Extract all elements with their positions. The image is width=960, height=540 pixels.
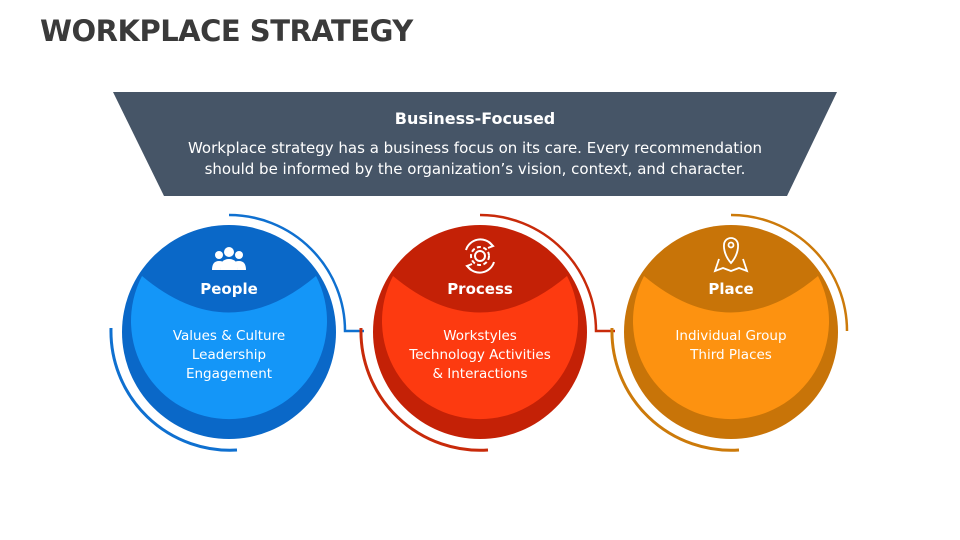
connector-arc-process-bottom bbox=[359, 327, 489, 452]
gear-cycle-icon bbox=[465, 238, 495, 274]
pillar-label-process: Process bbox=[447, 280, 513, 298]
pillar-label-place: Place bbox=[708, 280, 754, 298]
pillar-people bbox=[122, 225, 336, 439]
banner-body: Workplace strategy has a business focus … bbox=[160, 138, 790, 180]
banner-shape bbox=[113, 92, 837, 196]
list-item: & Interactions bbox=[432, 366, 528, 382]
banner-body-line: Workplace strategy has a business focus … bbox=[187, 139, 763, 157]
list-item: Third Places bbox=[690, 347, 772, 363]
pillar-place bbox=[624, 225, 838, 439]
pillar-items-process: Workstyles Technology Activities & Inter… bbox=[380, 327, 580, 384]
people-icon bbox=[212, 247, 246, 270]
pillar-items-place: Individual Group Third Places bbox=[631, 327, 831, 365]
pillar-items-people: Values & Culture Leadership Engagement bbox=[129, 327, 329, 384]
pillar-process bbox=[373, 225, 587, 439]
page-title: WORKPLACE STRATEGY bbox=[40, 14, 413, 48]
list-item: Workstyles bbox=[443, 328, 517, 344]
map-pin-icon bbox=[713, 237, 749, 273]
connector-arc-process bbox=[479, 213, 615, 333]
connector-arc-people bbox=[228, 213, 364, 333]
list-item: Engagement bbox=[185, 366, 273, 382]
connector-arc-place bbox=[730, 213, 849, 332]
banner-body-line: should be informed by the organization’s… bbox=[204, 160, 746, 178]
list-item: Technology Activities bbox=[409, 347, 551, 363]
list-item: Leadership bbox=[191, 347, 267, 363]
pillar-label-people: People bbox=[200, 280, 258, 298]
connector-arc-people-bottom bbox=[109, 327, 238, 452]
connector-arc-place-bottom bbox=[610, 327, 740, 452]
list-item: Individual Group bbox=[675, 328, 787, 344]
banner-heading: Business-Focused bbox=[394, 109, 556, 128]
list-item: Values & Culture bbox=[172, 328, 286, 344]
